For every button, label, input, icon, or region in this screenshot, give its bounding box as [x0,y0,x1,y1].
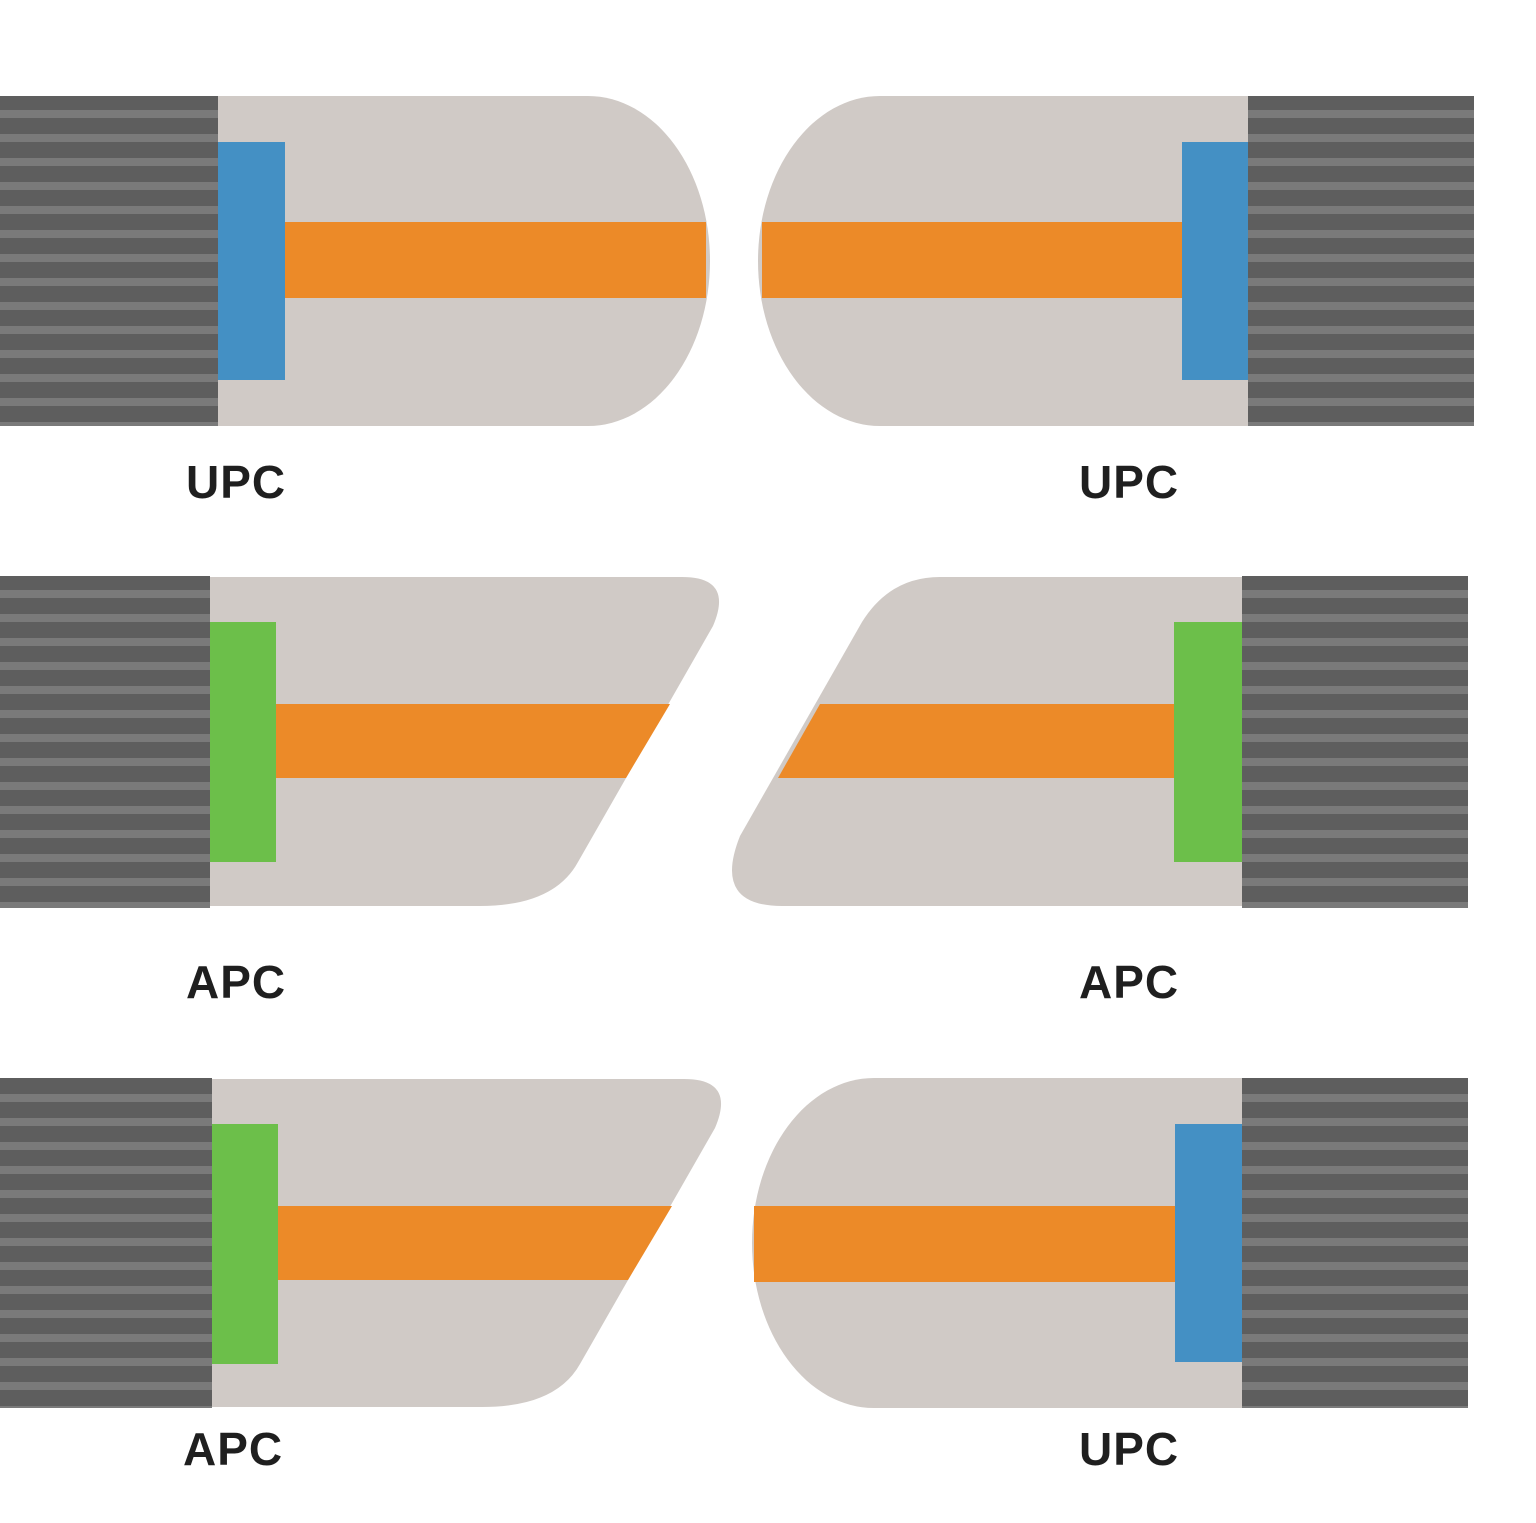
fiber-core [762,222,1182,298]
row-2: APC APC [0,576,1468,1008]
connector-label-left: UPC [186,456,286,508]
cable-jacket [1242,576,1468,908]
connector-right-upc [752,1078,1468,1408]
connector-label-right: APC [1079,956,1179,1008]
connector-label-left: APC [186,956,286,1008]
cable-jacket [1248,96,1474,426]
cable-jacket [0,1078,212,1408]
row-3: APC UPC [0,1078,1468,1475]
apc-sleeve [210,622,276,862]
row-1: UPC UPC [0,96,1474,508]
connector-left-apc [0,1078,722,1408]
apc-sleeve [212,1124,278,1364]
connector-label-right: UPC [1079,1423,1179,1475]
upc-sleeve [1175,1124,1242,1362]
upc-sleeve [1182,142,1249,380]
cable-jacket [1242,1078,1468,1408]
connector-right-apc [732,576,1468,908]
connector-left-apc [0,576,720,908]
connector-label-right: UPC [1079,456,1179,508]
cable-jacket [0,576,210,908]
cable-jacket [0,96,218,426]
connector-right-upc [758,96,1474,426]
fiber-core [778,704,1174,778]
connector-label-left: APC [183,1423,283,1475]
upc-sleeve [218,142,285,380]
fiber-core [754,1206,1176,1282]
connector-left-upc [0,96,710,426]
fiber-core [285,222,706,298]
fiber-core [277,1206,672,1280]
apc-sleeve [1174,622,1242,862]
fiber-core [276,704,670,778]
